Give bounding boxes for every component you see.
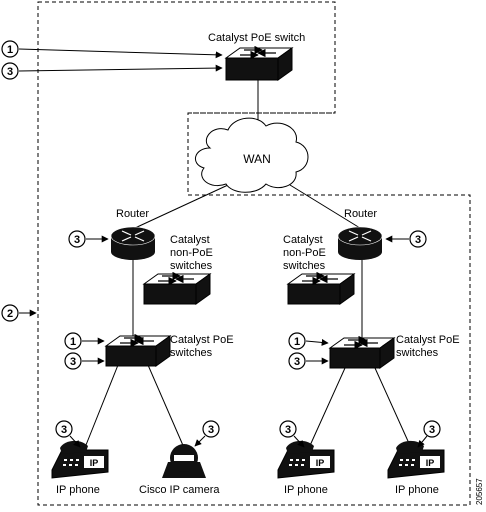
right-non-poe-label-2: non-PoE <box>283 247 326 259</box>
switch-arrows-icon <box>120 333 154 348</box>
link-right-poe-phone2 <box>374 367 413 451</box>
svg-text:3: 3 <box>415 234 421 246</box>
router-arrows-icon <box>348 230 372 242</box>
left-non-poe-switch[interactable] <box>142 271 212 305</box>
keypad-icon <box>399 459 415 466</box>
left-non-poe-label-2: non-PoE <box>170 247 213 259</box>
link-left-poe-camera <box>147 364 186 451</box>
figure-id: 205657 <box>475 478 484 505</box>
right-ip-phone-1[interactable]: IP <box>277 440 335 479</box>
svg-text:3: 3 <box>70 356 76 368</box>
callout-1-top: 1 <box>1 40 223 59</box>
left-router[interactable] <box>110 226 156 260</box>
svg-text:1: 1 <box>294 336 300 348</box>
right-phone2-label: IP phone <box>395 484 439 496</box>
callout-3-right-router: 3 <box>385 230 427 248</box>
svg-text:3: 3 <box>285 424 291 436</box>
switch-arrows-icon <box>240 45 276 60</box>
left-poe-label-1: Catalyst PoE <box>170 334 234 346</box>
left-non-poe-label-3: switches <box>170 260 213 272</box>
left-router-label: Router <box>116 208 149 220</box>
cisco-ip-camera[interactable] <box>162 444 206 478</box>
link-left-poe-phone <box>83 364 119 451</box>
right-router-label: Router <box>344 208 377 220</box>
left-poe-switch[interactable] <box>104 333 172 367</box>
link-right-poe-phone1 <box>307 367 346 451</box>
ip-phone-badge: IP <box>90 458 99 468</box>
left-ip-phone[interactable]: IP <box>51 440 109 479</box>
callout-2-region: 2 <box>1 304 37 322</box>
keypad-icon <box>289 459 305 466</box>
right-non-poe-label-3: switches <box>283 260 326 272</box>
right-phone1-label: IP phone <box>284 484 328 496</box>
wan-label: WAN <box>243 152 271 166</box>
router-arrows-icon <box>121 230 145 242</box>
left-poe-label-2: switches <box>170 347 213 359</box>
right-ip-phone-2[interactable]: IP <box>387 440 445 479</box>
callout-1-right-poe: 1 <box>288 332 329 350</box>
wan-cloud <box>195 117 309 193</box>
callout-3-left-phone: 3 <box>55 420 81 448</box>
callout-3-camera: 3 <box>194 420 220 447</box>
keypad-icon <box>63 459 79 466</box>
left-phone-label: IP phone <box>56 484 100 496</box>
svg-text:3: 3 <box>61 424 67 436</box>
callout-3-left-router: 3 <box>68 230 109 248</box>
dashed-boundary-top <box>37 1 471 506</box>
right-poe-switch[interactable] <box>328 335 396 369</box>
svg-text:3: 3 <box>294 356 300 368</box>
svg-text:3: 3 <box>429 424 435 436</box>
right-non-poe-switch[interactable] <box>286 271 356 305</box>
svg-text:2: 2 <box>7 308 13 320</box>
link-wan-left-router <box>134 184 229 229</box>
switch-arrows-icon <box>302 271 338 286</box>
svg-text:3: 3 <box>74 234 80 246</box>
right-poe-label-2: switches <box>396 347 439 359</box>
callout-3-right-phone2: 3 <box>417 420 441 448</box>
top-switch-label: Catalyst PoE switch <box>208 32 305 44</box>
svg-text:1: 1 <box>7 44 13 56</box>
svg-text:3: 3 <box>208 424 214 436</box>
svg-text:1: 1 <box>70 336 76 348</box>
links <box>83 80 413 451</box>
callout-3-top: 3 <box>1 62 223 80</box>
left-non-poe-label-1: Catalyst <box>170 234 210 246</box>
link-wan-right-router <box>289 184 361 229</box>
camera-label: Cisco IP camera <box>139 484 220 496</box>
switch-arrows-icon <box>344 335 378 350</box>
ip-phone-badge: IP <box>426 458 435 468</box>
right-router[interactable] <box>337 226 383 260</box>
right-poe-label-1: Catalyst PoE <box>396 334 460 346</box>
callout-3-right-phone1: 3 <box>279 420 305 448</box>
top-poe-switch[interactable] <box>224 45 294 81</box>
callout-3-right-poe: 3 <box>288 352 329 370</box>
callout-3-left-poe: 3 <box>64 352 105 370</box>
switch-arrows-icon <box>158 271 194 286</box>
ip-phone-badge: IP <box>316 458 325 468</box>
callout-1-left-poe: 1 <box>64 332 105 350</box>
svg-text:3: 3 <box>7 66 13 78</box>
right-non-poe-label-1: Catalyst <box>283 234 323 246</box>
